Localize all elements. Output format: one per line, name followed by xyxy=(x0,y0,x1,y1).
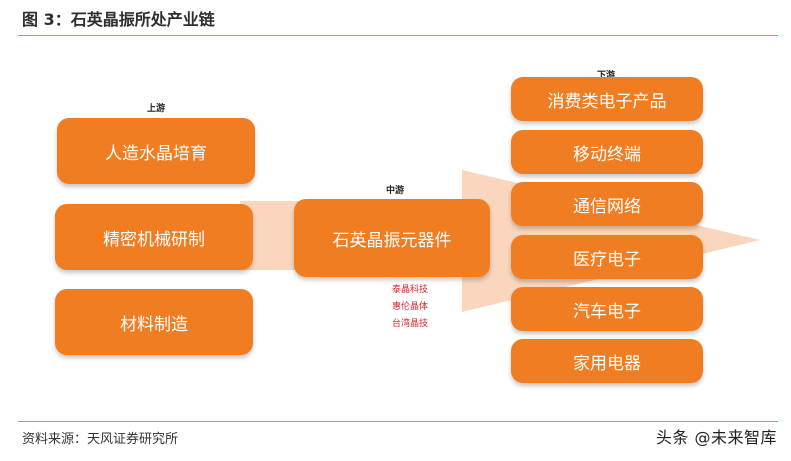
figure-title: 图 3：石英晶振所处产业链 xyxy=(22,10,215,29)
downstream-box-automotive: 汽车电子 xyxy=(511,287,703,331)
source-note: 资料来源：天风证券研究所 xyxy=(22,432,179,447)
downstream-label: 下游 xyxy=(596,71,616,81)
upstream-box-crystal-growth: 人造水晶培育 xyxy=(57,118,255,184)
upstream-box-precision-machinery: 精密机械研制 xyxy=(55,204,253,270)
top-divider xyxy=(18,35,778,36)
upstream-box-materials: 材料制造 xyxy=(55,289,253,355)
downstream-box-mobile: 移动终端 xyxy=(511,130,703,174)
downstream-box-medical: 医疗电子 xyxy=(511,235,703,279)
upstream-label: 上游 xyxy=(146,104,166,114)
downstream-box-consumer-electronics: 消费类电子产品 xyxy=(511,77,703,121)
upstream-to-midstream-arrow xyxy=(240,201,300,270)
watermark: 头条 @未来智库 xyxy=(655,428,777,447)
bottom-divider xyxy=(18,421,778,422)
downstream-box-telecom: 通信网络 xyxy=(511,182,703,226)
company-name: 台湾晶技 xyxy=(391,319,428,329)
downstream-box-home-appliances: 家用电器 xyxy=(511,339,703,383)
midstream-companies: 泰晶科技 惠伦晶体 台湾晶技 xyxy=(365,282,455,333)
company-name: 惠伦晶体 xyxy=(391,302,428,312)
company-name: 泰晶科技 xyxy=(391,285,428,295)
midstream-label: 中游 xyxy=(385,186,405,196)
midstream-box-components: 石英晶振元器件 xyxy=(294,199,490,277)
